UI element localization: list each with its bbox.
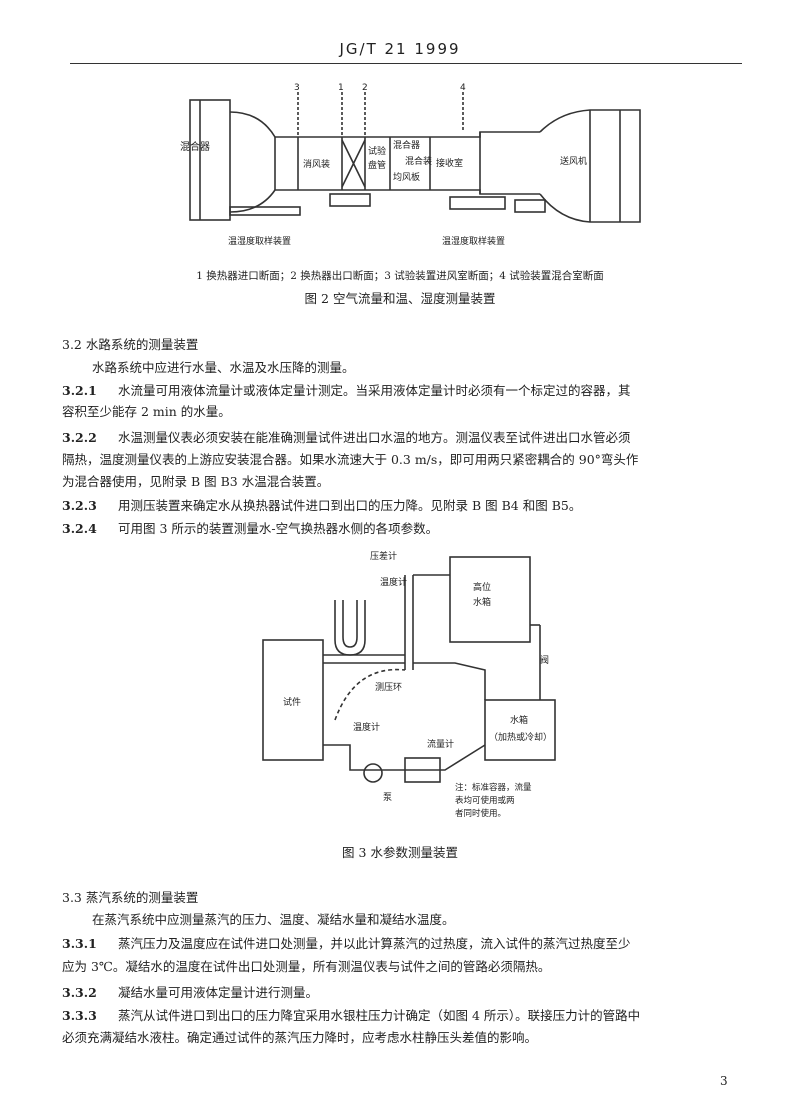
fan-label: 送风机	[560, 155, 587, 167]
figure-2-legend: 1 换热器进口断面；2 换热器出口断面；3 试验装置进风室断面；4 试验装置混合…	[196, 270, 604, 282]
test-section-label: 试验	[368, 145, 386, 157]
equalizer-label: 均风板	[393, 171, 420, 183]
figure-2-caption: 图 2 空气流量和温、湿度测量装置	[304, 291, 496, 306]
para-3-2-2-number: 3.2.2	[62, 430, 97, 445]
high-tank-box	[449, 556, 531, 643]
test-ring-label: 测压环	[375, 682, 402, 693]
specimen-label: 试件	[283, 696, 301, 708]
flowmeter-label: 流量计	[427, 738, 454, 750]
para-3-2-2-line2: 隔热，温度测量仪表的上游应安装混合器。如果水流速大于 0.3 m/s，即可用两只…	[62, 452, 639, 467]
valve-label: 阀	[540, 655, 549, 666]
water-tank-box	[484, 699, 556, 761]
note-line-2: 表均可使用或两	[455, 795, 515, 806]
flowmeter-box	[404, 757, 441, 783]
section-1-number: 1	[338, 83, 344, 93]
figure-3-caption: 图 3 水参数测量装置	[342, 845, 458, 860]
mixer-box-label: 混合器	[393, 139, 420, 151]
para-3-2-1-number: 3.2.1	[62, 383, 97, 398]
water-tank-label-2: （加热或冷却）	[489, 731, 552, 743]
para-3-2-2-line3: 为混合器使用，见附录 B 图 B3 水温混合装置。	[62, 474, 330, 489]
section-4-number: 4	[460, 83, 466, 93]
note-line-1: 注：标准容器，流量	[455, 782, 532, 793]
pump-label: 泵	[383, 792, 392, 803]
para-3-2-4-line1: 可用图 3 所示的装置测量水-空气换热器水侧的各项参数。	[118, 521, 439, 536]
para-3-3-3-line1: 蒸汽从试件进口到出口的压力降宜采用水银柱压力计确定（如图 4 所示）。联接压力计…	[118, 1008, 641, 1023]
section-3-number: 3	[294, 83, 300, 93]
para-3-2-3-number: 3.2.3	[62, 498, 97, 513]
para-3-3-2-number: 3.3.2	[62, 985, 97, 1000]
receiver-label: 接收室	[436, 157, 463, 169]
humidity-sampler-right-label: 温湿度取样装置	[442, 235, 505, 247]
section-3-3-intro: 在蒸汽系统中应测量蒸汽的压力、温度、凝结水量和凝结水温度。	[92, 912, 455, 927]
para-3-3-3-line2: 必须充满凝结水液柱。确定通过试件的蒸汽压力降时，应考虑水柱静压头差值的影响。	[62, 1030, 538, 1045]
specimen-box	[262, 639, 324, 761]
mixer-label: 混合器	[180, 140, 210, 153]
para-3-2-3-line1: 用测压装置来确定水从换热器试件进口到出口的压力降。见附录 B 图 B4 和图 B…	[118, 498, 582, 513]
rectifier-label: 消风装	[303, 158, 330, 170]
section-3-2-heading: 3.2 水路系统的测量装置	[62, 337, 199, 352]
mixer-box-label-2: 混合装	[405, 155, 432, 167]
para-3-2-1-line2: 容积至少能存 2 min 的水量。	[62, 404, 231, 419]
para-3-3-1-line1: 蒸汽压力及温度应在试件进口处测量，并以此计算蒸汽的过热度，流入试件的蒸汽过热度至…	[118, 936, 631, 951]
figure-3-diagram: 压差计 温度计 高位 水箱 阀 试件 测压环 温度计 流量计 水箱 （加热或冷却…	[262, 550, 556, 819]
section-2-number: 2	[362, 83, 368, 93]
section-3-2-intro: 水路系统中应进行水量、水温及水压降的测量。	[92, 360, 355, 375]
page-number: 3	[720, 1074, 728, 1088]
high-tank-label-2: 水箱	[473, 596, 491, 608]
humidity-sampler-left-label: 温湿度取样装置	[228, 235, 291, 247]
section-3-3-heading: 3.3 蒸汽系统的测量装置	[62, 890, 199, 905]
water-tank-label: 水箱	[510, 714, 528, 726]
thermometer-bottom-label: 温度计	[353, 721, 380, 733]
thermometer-top-label: 温度计	[380, 576, 407, 588]
para-3-2-1-line1: 水流量可用液体流量计或液体定量计测定。当采用液体定量计时必须有一个标定过的容器，…	[118, 383, 631, 398]
inlet-box	[189, 99, 231, 221]
para-3-3-3-number: 3.3.3	[62, 1008, 97, 1023]
para-3-3-1-number: 3.3.1	[62, 936, 97, 951]
para-3-3-1-line2: 应为 3℃。凝结水的温度在试件出口处测量，所有测温仪表与试件之间的管路必须隔热。	[62, 959, 551, 974]
para-3-2-4-number: 3.2.4	[62, 521, 97, 536]
note-line-3: 者同时使用。	[455, 808, 506, 819]
pump-circle	[363, 763, 383, 783]
high-tank-label: 高位	[473, 581, 491, 593]
test-section-label-2: 盘管	[368, 159, 386, 171]
figure-2-diagram: 3 1 2 4 混合器 消风装 试验 盘管 混合器 混合装 均风板 接收室 送风…	[180, 83, 641, 247]
header-rule	[70, 63, 742, 64]
para-3-3-2-line1: 凝结水量可用液体定量计进行测量。	[118, 985, 319, 1000]
manometer-label: 压差计	[370, 550, 397, 562]
header-code: JG/T 21 1999	[339, 40, 461, 58]
para-3-2-2-line1: 水温测量仪表必须安装在能准确测量试件进出口水温的地方。测温仪表至试件进出口水管必…	[118, 430, 631, 445]
